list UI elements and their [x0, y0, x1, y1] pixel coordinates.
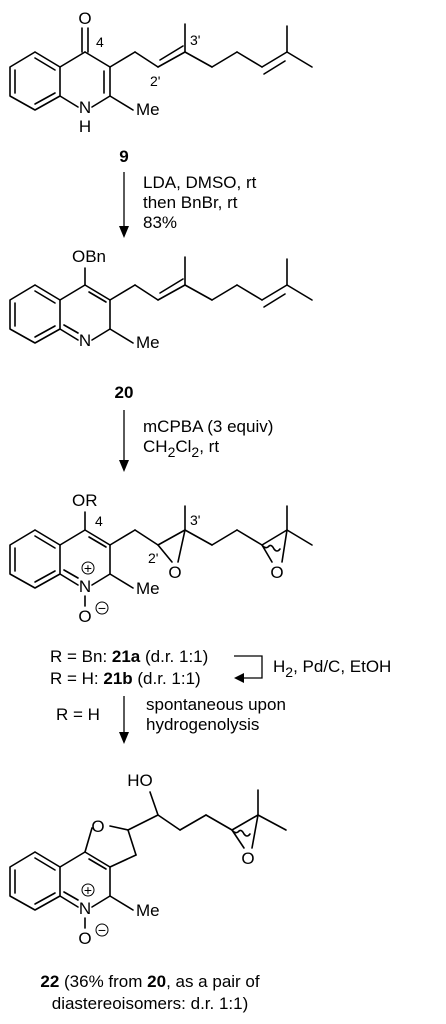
r-bn-line: R = Bn: 21a (d.r. 1:1)	[50, 647, 208, 666]
or-label: OR	[72, 491, 98, 510]
position-4-label: 4	[96, 34, 104, 50]
minus-charge: −	[98, 600, 106, 616]
substituent-lines: R = Bn: 21a (d.r. 1:1) R = H: 21b (d.r. …	[50, 647, 391, 688]
n-oxide-nitrogen: N	[79, 899, 91, 918]
r-h-line: R = H: 21b (d.r. 1:1)	[50, 669, 201, 688]
step3-condition: R = H	[56, 705, 100, 724]
step1-reagent-line2: then BnBr, rt	[143, 193, 238, 212]
obn-label: OBn	[72, 247, 106, 266]
step1-reagent-line1: LDA, DMSO, rt	[143, 173, 257, 192]
n-oxide-nitrogen: N	[79, 577, 91, 596]
position-3-prime-label: 3'	[190, 512, 200, 528]
reaction-arrow-3: R = H spontaneous upon hydrogenolysis	[56, 695, 286, 744]
position-4-label: 4	[95, 513, 103, 529]
caption-line2: diastereoisomers: d.r. 1:1)	[52, 994, 249, 1013]
position-3-prime-label: 3'	[190, 32, 200, 48]
compound-9-number: 9	[119, 147, 128, 166]
minus-charge: −	[98, 922, 106, 938]
epoxide-oxygen-2: O	[270, 563, 283, 582]
methyl-label: Me	[136, 579, 160, 598]
methyl-label: Me	[136, 333, 160, 352]
reaction-arrow-2: mCPBA (3 equiv) CH2Cl2, rt	[119, 410, 273, 472]
epoxide-oxygen: O	[241, 849, 254, 868]
methyl-label: Me	[136, 100, 160, 119]
compound-22: HO O O N + O − Me	[9, 771, 287, 948]
plus-charge: +	[84, 882, 92, 898]
step2-reagent-line2: CH2Cl2, rt	[143, 437, 219, 460]
hydroxyl-label: HO	[127, 771, 153, 790]
hydrogenation-reagents: H2, Pd/C, EtOH	[273, 657, 391, 680]
position-2-prime-label: 2'	[150, 73, 160, 89]
compound-20-number: 20	[115, 383, 134, 402]
carbonyl-oxygen: O	[78, 9, 91, 28]
compound-9: O 4 3' 2' N H Me 9	[9, 9, 313, 166]
step2-reagent-line1: mCPBA (3 equiv)	[143, 417, 273, 436]
furan-oxygen: O	[91, 817, 104, 836]
step1-yield: 83%	[143, 213, 177, 232]
epoxide-oxygen-1: O	[168, 563, 181, 582]
compound-20: OBn N Me 20	[9, 247, 313, 402]
nh-hydrogen: H	[79, 117, 91, 136]
nh-nitrogen: N	[79, 98, 91, 117]
compound-22-caption: 22 (36% from 20, as a pair of diastereoi…	[40, 972, 260, 1013]
quinoline-nitrogen: N	[79, 331, 91, 350]
step3-line2: hydrogenolysis	[146, 715, 259, 734]
compound-21: OR 4 3' 2' O O N + O − Me	[9, 491, 313, 626]
reaction-arrow-1: LDA, DMSO, rt then BnBr, rt 83%	[119, 172, 257, 238]
n-oxide-oxygen: O	[78, 607, 91, 626]
caption-line1: 22 (36% from 20, as a pair of	[40, 972, 260, 991]
n-oxide-oxygen: O	[78, 929, 91, 948]
plus-charge: +	[84, 560, 92, 576]
methyl-label: Me	[136, 901, 160, 920]
step3-line1: spontaneous upon	[146, 695, 286, 714]
position-2-prime-label: 2'	[148, 550, 158, 566]
